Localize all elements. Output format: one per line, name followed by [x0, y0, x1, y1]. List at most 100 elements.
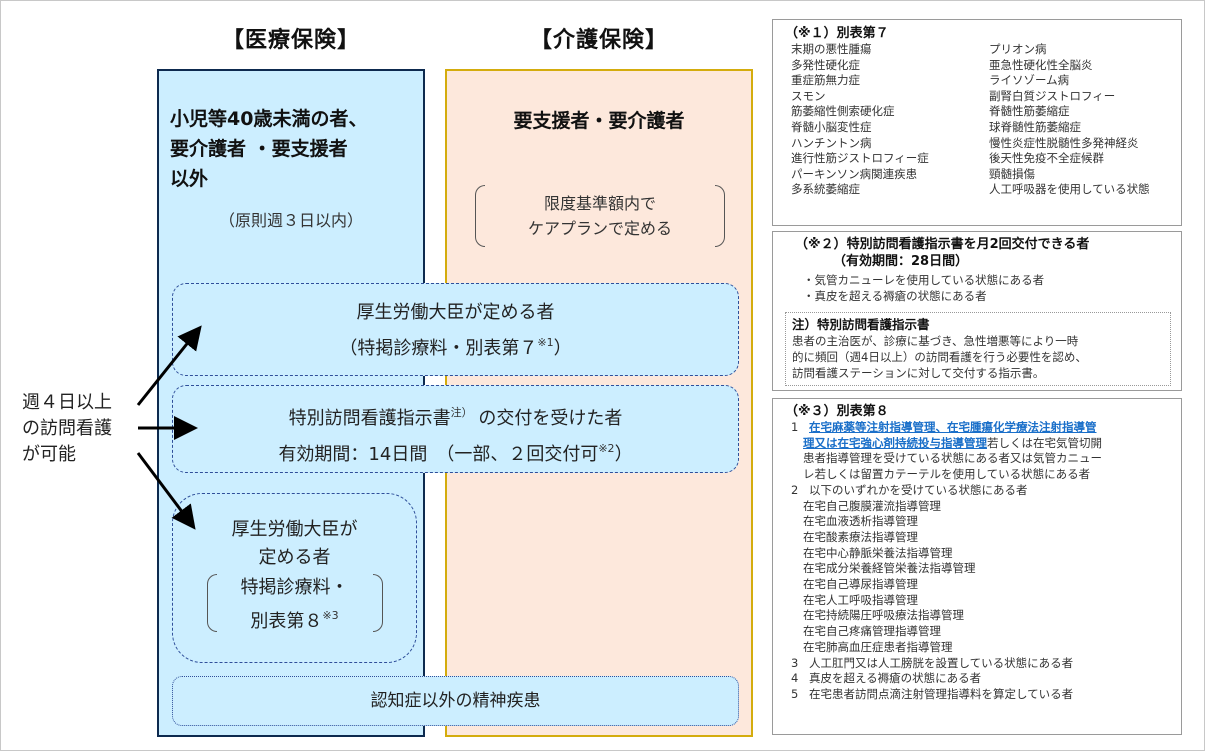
sub-item: 在宅成分栄養経管栄養法指導管理 [803, 561, 976, 576]
sub-item: 在宅持続陽圧呼吸療法指導管理 [803, 608, 964, 623]
box-text: （特掲診療料・別表第７ [339, 338, 538, 359]
disease-item: 筋萎縮性側索硬化症 [791, 104, 895, 119]
disease-item: 脊髄小脳変性症 [791, 119, 872, 134]
medical-title-line: 以外 [170, 168, 209, 190]
box-text: の交付を受けた者 [472, 408, 623, 429]
disease-item: 末期の悪性腫瘍 [791, 42, 872, 56]
note-body: 患者の主治医が、診療に基づき、急性増悪等により一時 的に頻回（週4日以上）の訪問… [792, 333, 1164, 381]
disease-item: 慢性炎症性脱髄性多発神経炎 [989, 135, 1139, 150]
disease-item: 多発性硬化症 [791, 57, 860, 72]
table8-item-5: 5 在宅患者訪問点滴注射管理指導料を算定している者 [785, 687, 1173, 703]
item-number: 2 [791, 482, 799, 497]
highlighted-text: 在宅麻薬等注射指導管理、在宅腫瘍化学療法注射指導管 [809, 420, 1097, 434]
disease-item: プリオン病 [989, 42, 1047, 56]
disease-item: スモン [791, 88, 826, 103]
disease-item: 脊髄性筋萎縮症 [989, 104, 1070, 119]
label-line: が可能 [22, 444, 76, 465]
disease-item: 進行性筋ジストロフィー症 [791, 151, 929, 166]
bullet-item: ・真皮を超える褥瘡の状態にある者 [803, 289, 987, 303]
footnote-ref-1: ※1 [537, 336, 554, 349]
panel2-validity: （有効期間：28日間） [833, 254, 969, 269]
note-line: 訪問看護ステーションに対して交付する指示書。 [792, 366, 1045, 380]
item-number: 1 [791, 420, 799, 434]
box-text: ） [614, 444, 633, 465]
note-title: 注）特別訪問看護指示書 [792, 317, 930, 332]
table8-item-2: 2 以下のいずれかを受けている状態にある者 [785, 483, 1173, 499]
footnote-ref-3: ※3 [322, 609, 339, 622]
special-instruction-panel: （※２）特別訪問看護指示書を月2回交付できる者 （有効期間：28日間） ・気管カ… [772, 231, 1182, 391]
psychiatric-disorder-box: 認知症以外の精神疾患 [172, 676, 739, 726]
care-target-title: 要支援者・要介護者 [513, 110, 685, 132]
footnote-ref-2: ※2 [598, 442, 615, 455]
care-insurance-heading: 【介護保険】 [529, 28, 668, 53]
box-line: 有効期間：14日間 （一部、２回交付可※2） [173, 434, 738, 470]
sub-item: 在宅自己腹膜灌流指導管理 [803, 498, 941, 513]
box-line: 特別訪問看護指示書注） の交付を受けた者 [173, 398, 738, 434]
sub-item: 在宅自己疼痛管理指導管理 [803, 624, 941, 639]
table8-item-3: 3 人工肛門又は人工膀胱を設置している状態にある者 [785, 656, 1173, 672]
item-continuation: 患者指導管理を受けている状態にある者又は気管カニュー [803, 451, 1102, 466]
item-number: 3 [791, 655, 799, 670]
care-plan-note: 限度基準額内で ケアプランで定める [475, 185, 725, 247]
box-line: 別表第８※3 [207, 602, 383, 636]
ministry-designated-table8-box: 厚生労働大臣が 定める者 特掲診療料・ 別表第８※3 [172, 493, 417, 663]
disease-item: ハンチントン病 [791, 135, 872, 150]
disease-item: 重症筋無力症 [791, 73, 860, 88]
box-text: 別表第８ [250, 611, 323, 632]
box-line: 定める者 [258, 547, 331, 568]
disease-item: ライソゾーム病 [989, 73, 1070, 88]
item-continuation: レ若しくは留置カテーテルを使用している状態にある者 [803, 467, 1091, 482]
arrow-down-icon [136, 452, 196, 530]
table8-panel: （※３）別表第８ 1 在宅麻薬等注射指導管理、在宅腫瘍化学療法注射指導管 理又は在… [772, 398, 1182, 735]
note-line: 的に頻回（週4日以上）の訪問看護を行う必要性を認め、 [792, 350, 1087, 364]
medical-target-title: 小児等40歳未満の者、 要介護者 ・要支援者 以外 [170, 104, 420, 194]
item-text: 人工肛門又は人工膀胱を設置している状態にある者 [809, 655, 1074, 670]
box-line: 特掲診療料・ [240, 577, 349, 598]
special-instruction-box: 特別訪問看護指示書注） の交付を受けた者 有効期間：14日間 （一部、２回交付可… [172, 385, 739, 473]
sub-item: 在宅中心静脈栄養法指導管理 [803, 545, 953, 560]
disease-item: 頸髄損傷 [989, 166, 1035, 181]
sub-item: 在宅血液透析指導管理 [803, 514, 918, 529]
table7-title: （※１）別表第７ [785, 26, 889, 41]
table7-disease-list: 末期の悪性腫瘍 プリオン病 多発性硬化症 亜急性硬化性全脳炎 重症筋無力症 ライソゾー… [785, 42, 1181, 198]
disease-item: 副腎白質ジストロフィー [989, 88, 1116, 103]
four-days-visit-label: 週４日以上 の訪問看護 が可能 [22, 390, 112, 468]
disease-item: 亜急性硬化性全脳炎 [989, 57, 1093, 72]
highlighted-text: 理又は在宅強心剤持続投与指導管理 [803, 435, 987, 450]
table7-panel: （※１）別表第７ 末期の悪性腫瘍 プリオン病 多発性硬化症 亜急性硬化性全脳炎 重症… [772, 19, 1182, 226]
medical-title-line: 小児等40歳未満の者、 [170, 108, 368, 130]
disease-item: パーキンソン病関連疾患 [791, 166, 918, 181]
item-text: 以下のいずれかを受けている状態にある者 [809, 482, 1028, 497]
medical-limit-note: （原則週３日以内） [218, 211, 363, 230]
disease-item: 多系統萎縮症 [791, 182, 860, 197]
sub-item: 在宅酸素療法指導管理 [803, 529, 918, 544]
sub-item: 在宅人工呼吸指導管理 [803, 592, 918, 607]
care-note-line: 限度基準額内で [543, 194, 656, 213]
box-line: 厚生労働大臣が定める者 [356, 302, 555, 323]
item-number: 4 [791, 671, 799, 686]
footnote-ref-note: 注） [450, 406, 473, 419]
item-text: 若しくは在宅気管切開 [987, 435, 1102, 450]
sub-item: 在宅自己導尿指導管理 [803, 577, 918, 592]
panel2-bullets: ・気管カニューレを使用している状態にある者 ・真皮を超える褥瘡の状態にある者 [785, 272, 1171, 304]
table8-item-1: 1 在宅麻薬等注射指導管理、在宅腫瘍化学療法注射指導管 [785, 420, 1173, 436]
note-line: 患者の主治医が、診療に基づき、急性増悪等により一時 [792, 334, 1079, 348]
disease-item: 人工呼吸器を使用している状態 [989, 182, 1150, 197]
panel2-title: （※２）特別訪問看護指示書を月2回交付できる者 [795, 237, 1090, 252]
item-number: 5 [791, 686, 799, 701]
label-line: の訪問看護 [22, 418, 112, 439]
table8-title: （※３）別表第８ [785, 404, 889, 419]
table8-list: 1 在宅麻薬等注射指導管理、在宅腫瘍化学療法注射指導管 理又は在宅強心剤持続投与指… [785, 420, 1173, 703]
box-line: （特掲診療料・別表第７※1） [173, 328, 738, 364]
arrow-up-icon [136, 325, 202, 406]
medical-title-line: 要介護者 ・要支援者 [170, 138, 348, 160]
box-text: 有効期間：14日間 （一部、２回交付可 [278, 444, 599, 465]
box-text: ） [553, 338, 572, 359]
item-text: 在宅患者訪問点滴注射管理指導料を算定している者 [809, 686, 1074, 701]
care-note-line: ケアプランで定める [527, 219, 672, 238]
label-line: 週４日以上 [22, 392, 112, 413]
sub-item: 在宅肺高血圧症患者指導管理 [803, 639, 953, 654]
